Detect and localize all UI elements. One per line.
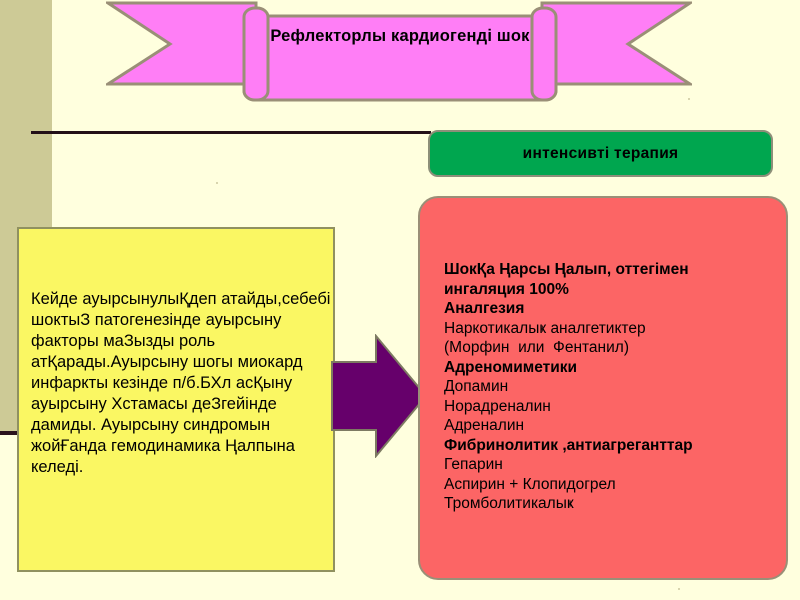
ribbon-right-tail (540, 1, 692, 86)
pain-description-text: Кейде ауырсынулыҚдеп атайды,себебі шокты… (31, 290, 331, 476)
treatment-line: Допамин (444, 378, 509, 396)
ribbon-left-fold (242, 6, 270, 102)
treatment-line: Наркотикалыҝ аналгетиктер (444, 319, 646, 337)
intensive-therapy-label: интенсивті терапия (522, 144, 679, 162)
treatment-line: Фибринолитик ,антиагреганттар (444, 436, 693, 454)
intensive-therapy-box: интенсивті терапия (428, 130, 773, 177)
pain-description-box: Кейде ауырсынулыҚдеп атайды,себебі шокты… (17, 227, 335, 572)
stray-dot (688, 98, 690, 100)
ribbon-banner: Рефлекторлы кардиогенді шок (106, 0, 692, 104)
treatment-line: ингаляция 100% (444, 280, 569, 298)
stray-dot (678, 588, 680, 590)
treatment-box: ШокҚа Ңарсы Ңалып, оттегімен ингаляция 10… (418, 196, 788, 580)
ribbon-right-fold (530, 6, 558, 102)
treatment-line: Гепарин (444, 456, 503, 474)
connector-line-top (31, 131, 431, 134)
treatment-line: ШокҚа Ңарсы Ңалып, оттегімен (444, 261, 689, 278)
banner-title: Рефлекторлы кардиогенді шок (270, 27, 530, 45)
treatment-line: Норадреналин (444, 397, 551, 415)
right-arrow (330, 334, 428, 458)
ribbon-left-tail (106, 1, 258, 86)
treatment-line: (Морфин или Фентанил) (444, 339, 629, 357)
connector-line-bottom (0, 431, 30, 435)
treatment-line: Адреномиметики (444, 358, 578, 376)
treatment-list: ШокҚа Ңарсы Ңалып, оттегімен ингаляция 10… (444, 260, 784, 514)
treatment-line: Адреналин (444, 417, 525, 435)
treatment-line: Тромболитикалыҝ (444, 495, 574, 513)
arrow-shape (331, 334, 428, 458)
stray-dot (216, 182, 218, 184)
treatment-line: Аспирин + Клопидогрел (444, 475, 616, 493)
treatment-line: Аналгезия (444, 300, 525, 318)
